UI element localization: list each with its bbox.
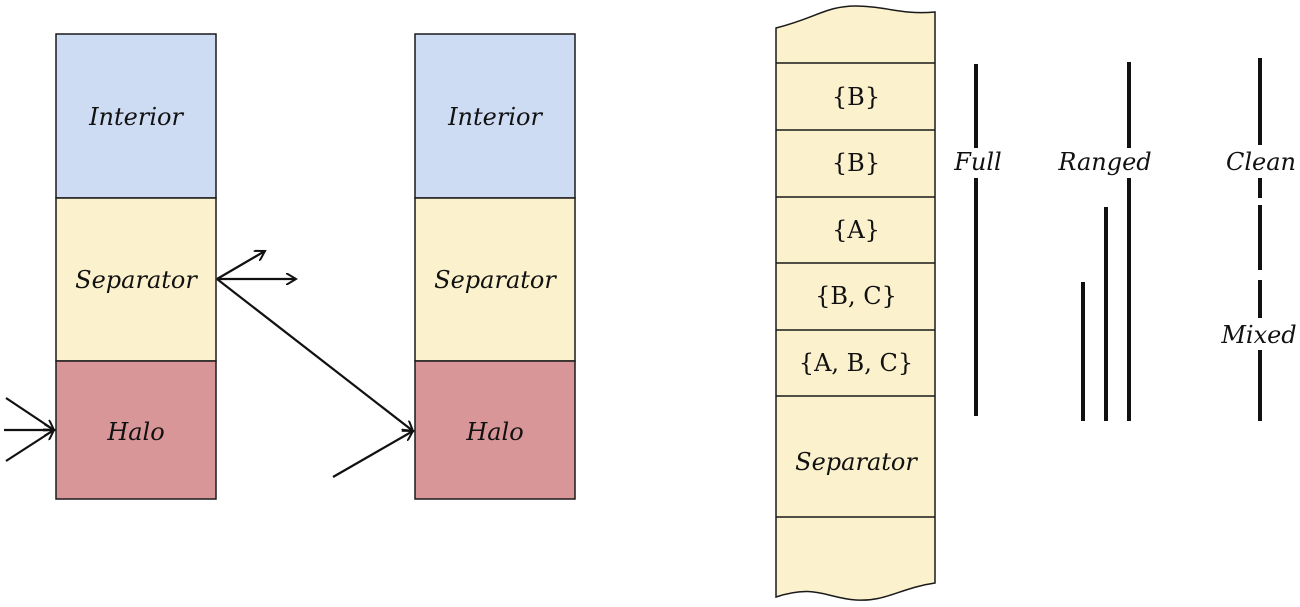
block-1-halo	[55, 360, 217, 500]
full-column: Full	[953, 64, 1002, 416]
block-2-separator	[414, 197, 576, 362]
ranged-column: Ranged	[1057, 62, 1152, 421]
ranged-label: Ranged	[1057, 148, 1151, 176]
block-2: Interior Separator Halo	[414, 33, 576, 500]
arrow-into-halo-1-upper	[5, 397, 54, 430]
arrow-into-halo-1-lower	[5, 430, 54, 462]
arrow-into-halo-2	[332, 431, 413, 478]
strip-cell-label: {B, C}	[815, 282, 897, 310]
block-1-separator-label: Separator	[75, 266, 198, 294]
clean-label: Clean	[1226, 148, 1296, 176]
block-1: Interior Separator Halo	[55, 33, 217, 500]
arrows	[4, 251, 413, 478]
arrow-separator-up	[216, 251, 265, 280]
strip-cell-label: {A, B, C}	[799, 349, 913, 377]
strip-body	[775, 5, 936, 601]
strip-cell-label: {B}	[832, 83, 880, 111]
clean-mixed-column: Clean Mixed	[1220, 58, 1297, 421]
block-1-halo-label: Halo	[106, 418, 164, 446]
block-2-interior	[414, 33, 576, 199]
strip-cell-label: {A}	[832, 216, 880, 244]
block-2-separator-label: Separator	[434, 266, 557, 294]
arrow-separator-to-halo-2	[216, 278, 413, 431]
strip-cell-label: {B}	[832, 149, 880, 177]
block-2-halo-label: Halo	[465, 418, 523, 446]
mixed-label: Mixed	[1220, 321, 1296, 349]
block-2-interior-label: Interior	[447, 103, 543, 131]
block-1-interior-label: Interior	[88, 103, 184, 131]
block-1-interior	[55, 33, 217, 199]
partition-strip: {B} {B} {A} {B, C} {A, B, C} Separator	[775, 5, 936, 601]
strip-separator-label: Separator	[795, 448, 918, 476]
block-1-separator	[55, 197, 217, 362]
full-label: Full	[953, 148, 1001, 176]
block-2-halo	[414, 360, 576, 500]
